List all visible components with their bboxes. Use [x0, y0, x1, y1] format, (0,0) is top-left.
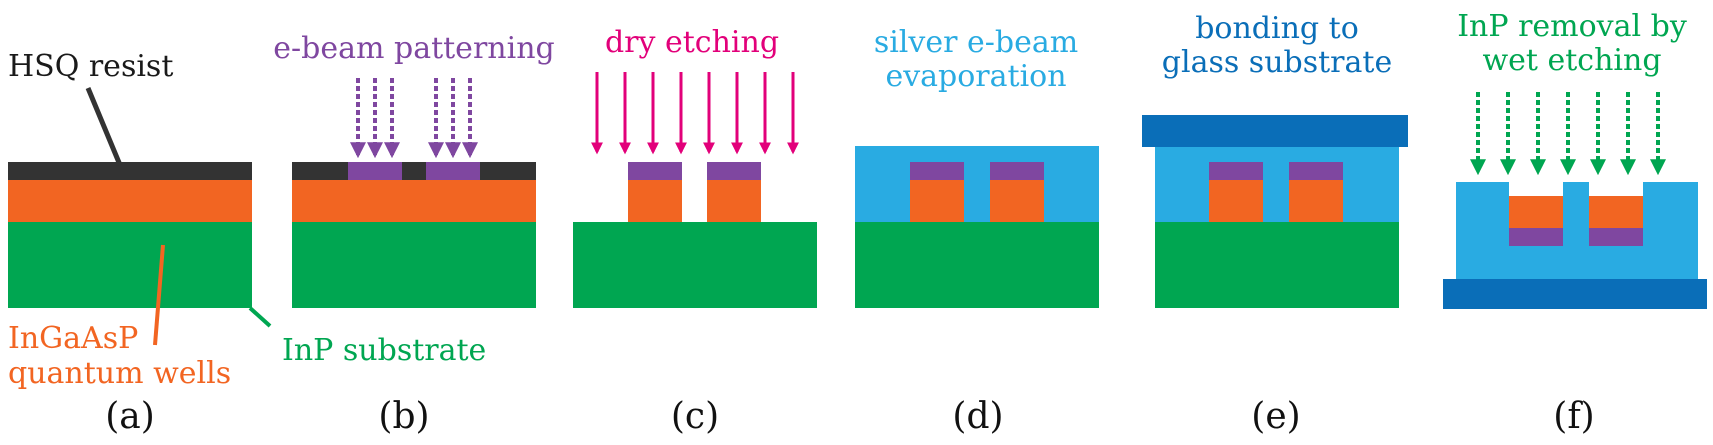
quantum-well-pillar-left [1209, 180, 1263, 222]
step-label-f-line1: InP removal by [1457, 9, 1687, 44]
inp-substrate-pointer [248, 306, 272, 328]
silver-layer [855, 146, 1099, 222]
quantum-well-pillar-right [707, 180, 761, 222]
hsq-mask-left [628, 162, 682, 180]
hsq-resist-layer [8, 162, 252, 180]
exposed-surface-well-left [1509, 182, 1563, 196]
silver-layer [1456, 182, 1698, 279]
quantum-well-pillar-left [628, 180, 682, 222]
step-label-d-line2: evaporation [885, 59, 1066, 94]
dry-etch-arrows [591, 72, 799, 155]
inp-substrate-layer [8, 222, 252, 308]
hsq-mask-left [910, 162, 964, 180]
caption-b: (b) [378, 396, 429, 437]
inp-substrate-layer [1155, 222, 1399, 308]
panel-c: dry etching (c) [573, 25, 817, 437]
hsq-resist-pointer [85, 87, 123, 166]
inp-substrate-layer [855, 222, 1099, 308]
inp-substrate-layer [292, 222, 536, 308]
exposed-resist-block-left [348, 162, 402, 180]
hsq-resist-label: HSQ resist [8, 49, 173, 84]
caption-c: (c) [671, 396, 719, 437]
quantum-wells-label-line2: quantum wells [8, 356, 231, 391]
electron-beam-arrows [350, 78, 478, 159]
quantum-wells-label-line1: InGaAsP [8, 321, 138, 356]
glass-substrate [1443, 279, 1707, 309]
wet-etch-arrows [1470, 92, 1666, 176]
step-label-c: dry etching [605, 25, 779, 60]
inp-substrate-label: InP substrate [282, 333, 486, 368]
hsq-mask-left [1209, 162, 1263, 180]
step-label-b: e-beam patterning [273, 31, 554, 66]
hsq-mask-right [1589, 228, 1643, 246]
panel-d: silver e-beam evaporation (d) [855, 25, 1099, 437]
quantum-well-pillar-right [1589, 196, 1643, 228]
caption-f: (f) [1553, 396, 1594, 437]
panel-e: bonding to glass substrate (e) [1142, 11, 1408, 437]
step-label-d-line1: silver e-beam [874, 25, 1078, 60]
quantum-well-pillar-right [1289, 180, 1343, 222]
exposed-resist-block-right [426, 162, 480, 180]
hsq-mask-right [1289, 162, 1343, 180]
ingaasp-quantum-wells-layer [8, 180, 252, 222]
caption-e: (e) [1251, 396, 1300, 437]
silver-layer [1155, 147, 1399, 222]
panel-a: HSQ resist InGaAsP quantum wells InP sub… [8, 49, 486, 437]
step-label-f-line2: wet etching [1482, 43, 1661, 78]
ingaasp-quantum-wells-layer [292, 180, 536, 222]
quantum-well-pillar-right [990, 180, 1044, 222]
quantum-well-pillar-left [910, 180, 964, 222]
hsq-mask-right [707, 162, 761, 180]
inp-substrate-layer [573, 222, 817, 308]
quantum-well-pillar-left [1509, 196, 1563, 228]
hsq-mask-left [1509, 228, 1563, 246]
glass-substrate [1142, 115, 1408, 147]
caption-a: (a) [105, 396, 155, 437]
hsq-mask-right [990, 162, 1044, 180]
step-label-e-line2: glass substrate [1162, 45, 1392, 80]
step-label-e-line1: bonding to [1195, 11, 1359, 46]
quantum-wells-pointer [153, 244, 165, 346]
hsq-resist-layer [292, 162, 536, 180]
panel-f: InP removal by wet etching (f) [1443, 9, 1707, 437]
exposed-surface-well-right [1589, 182, 1643, 196]
caption-d: (d) [952, 396, 1003, 437]
panel-b: e-beam patterning (b) [273, 31, 554, 437]
